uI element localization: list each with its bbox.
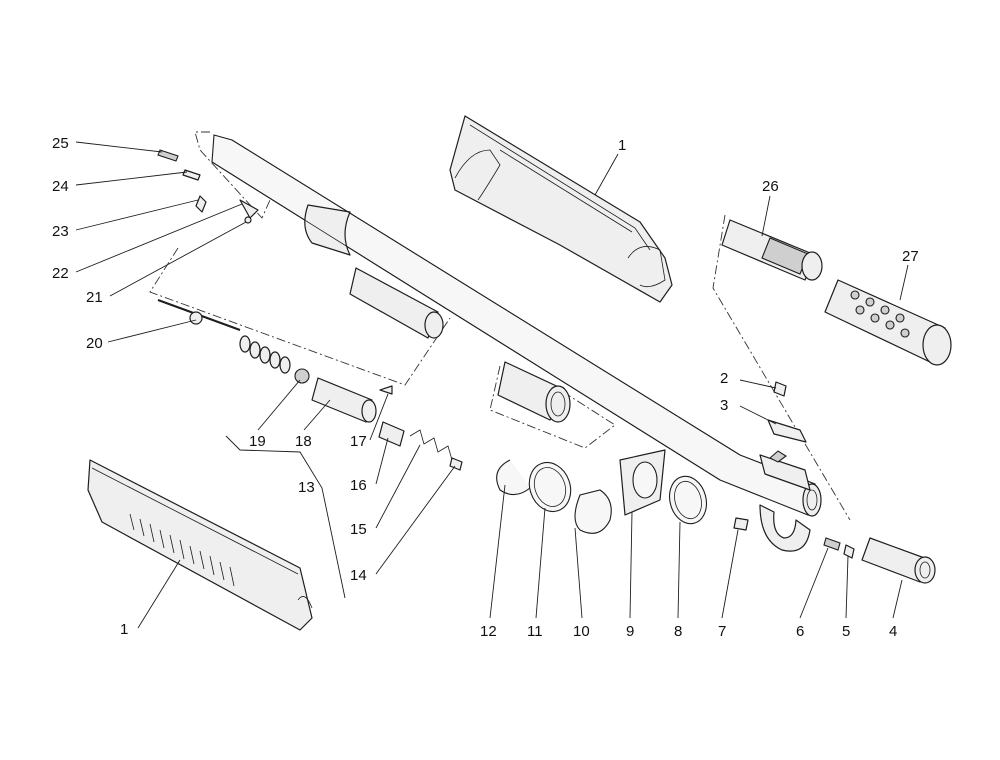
pin-17: [379, 385, 393, 395]
tube-16: [378, 421, 405, 447]
spring-coils-20: [239, 335, 291, 374]
forend-grip-grooves: [129, 513, 235, 587]
callout-18: 18: [295, 433, 312, 450]
magazine-assembly: [157, 299, 463, 471]
callout-19: 19: [249, 433, 266, 450]
rings-group: [496, 449, 708, 534]
retainer-22: [239, 199, 259, 219]
callout-23: 23: [52, 223, 69, 240]
forend-lower: [87, 459, 313, 631]
callout-1-upper: 1: [618, 137, 626, 154]
callout-26: 26: [762, 178, 779, 195]
callout-2: 2: [720, 370, 728, 387]
spring-25: [157, 149, 179, 162]
callout-labels: 25 24 23 22 21 20 19 18 17 16 15 14 13 1…: [52, 135, 919, 640]
callout-16: 16: [350, 477, 367, 494]
choke-tube-26: [721, 219, 823, 281]
clip-23: [195, 195, 207, 213]
barrel-extension-sleeve: [497, 361, 571, 423]
callout-4: 4: [889, 623, 897, 640]
callout-7: 7: [718, 623, 726, 640]
washer-19: [294, 368, 310, 384]
pin-24: [182, 169, 201, 181]
nut-7: [733, 517, 749, 531]
snap-ring-8: [668, 475, 708, 525]
front-small-parts: [733, 381, 855, 559]
choke-tube-4: [861, 537, 936, 584]
sight-3: [767, 419, 807, 443]
callout-14: 14: [350, 567, 367, 584]
callout-22: 22: [52, 265, 69, 282]
callout-27: 27: [902, 248, 919, 265]
cap-14: [449, 457, 463, 471]
callout-10: 10: [573, 623, 590, 640]
follower-18: [311, 377, 373, 423]
callout-25: 25: [52, 135, 69, 152]
callout-17: 17: [350, 433, 367, 450]
forend-upper: [449, 115, 673, 303]
ring-10: [574, 489, 612, 534]
callout-11: 11: [527, 623, 543, 640]
callout-13: 13: [298, 479, 315, 496]
callout-9: 9: [626, 623, 634, 640]
small-parts-upper: [157, 149, 259, 224]
callout-21: 21: [86, 289, 103, 306]
spring-6: [823, 537, 841, 551]
callout-20: 20: [86, 335, 103, 352]
pin-2: [773, 381, 787, 397]
muzzle-brake-27: [824, 279, 952, 366]
callout-6: 6: [796, 623, 804, 640]
callout-1-lower: 1: [120, 621, 128, 638]
ring-12: [496, 459, 531, 496]
barrel: [211, 134, 822, 552]
leader-lines: [75, 141, 909, 629]
callout-12: 12: [480, 623, 497, 640]
spring-15: [409, 429, 453, 461]
callout-3: 3: [720, 397, 728, 414]
callout-24: 24: [52, 178, 69, 195]
assembly-guide-lines: [149, 131, 851, 521]
callout-15: 15: [350, 521, 367, 538]
ring-11: [528, 461, 572, 513]
detent-5: [843, 544, 855, 559]
screw-21: [244, 216, 252, 224]
callout-8: 8: [674, 623, 682, 640]
callout-5: 5: [842, 623, 850, 640]
